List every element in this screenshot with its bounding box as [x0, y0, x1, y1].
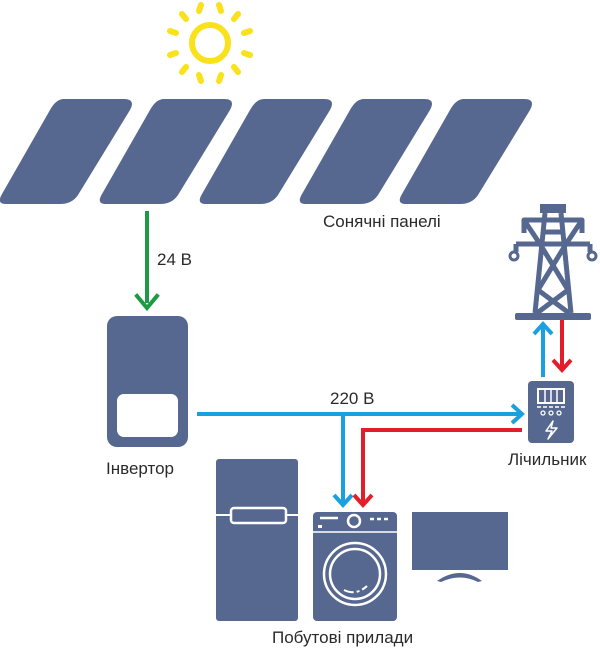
fridge-icon [216, 459, 298, 621]
grid-flow-to-appliances [352, 428, 522, 508]
solar-panels [0, 99, 532, 204]
electric-meter-icon [528, 381, 574, 443]
appliances-label: Побутові прилади [272, 628, 414, 647]
solar-panel-icon [0, 99, 132, 204]
solar-panels-label: Сонячні панелі [323, 212, 441, 231]
solar-panel-icon [399, 99, 532, 204]
dc-flow-arrow [134, 211, 160, 312]
meter-grid-arrows [532, 320, 573, 377]
meter-label: Лічильник [508, 450, 587, 469]
inverter-label: Інвертор [106, 459, 174, 478]
dc-voltage-label: 24 В [157, 250, 192, 269]
solar-panel-icon [299, 99, 432, 204]
ac-voltage-label: 220 В [330, 389, 375, 408]
ac-flow-to-meter [197, 403, 525, 425]
tv-icon [412, 512, 508, 582]
sun-icon [167, 2, 253, 84]
inverter-icon [107, 316, 188, 447]
ac-flow-to-appliances [332, 414, 354, 508]
solar-panel-icon [99, 99, 232, 204]
power-tower-icon [508, 204, 598, 320]
solar-panel-icon [199, 99, 332, 204]
washing-machine-icon [313, 512, 397, 621]
